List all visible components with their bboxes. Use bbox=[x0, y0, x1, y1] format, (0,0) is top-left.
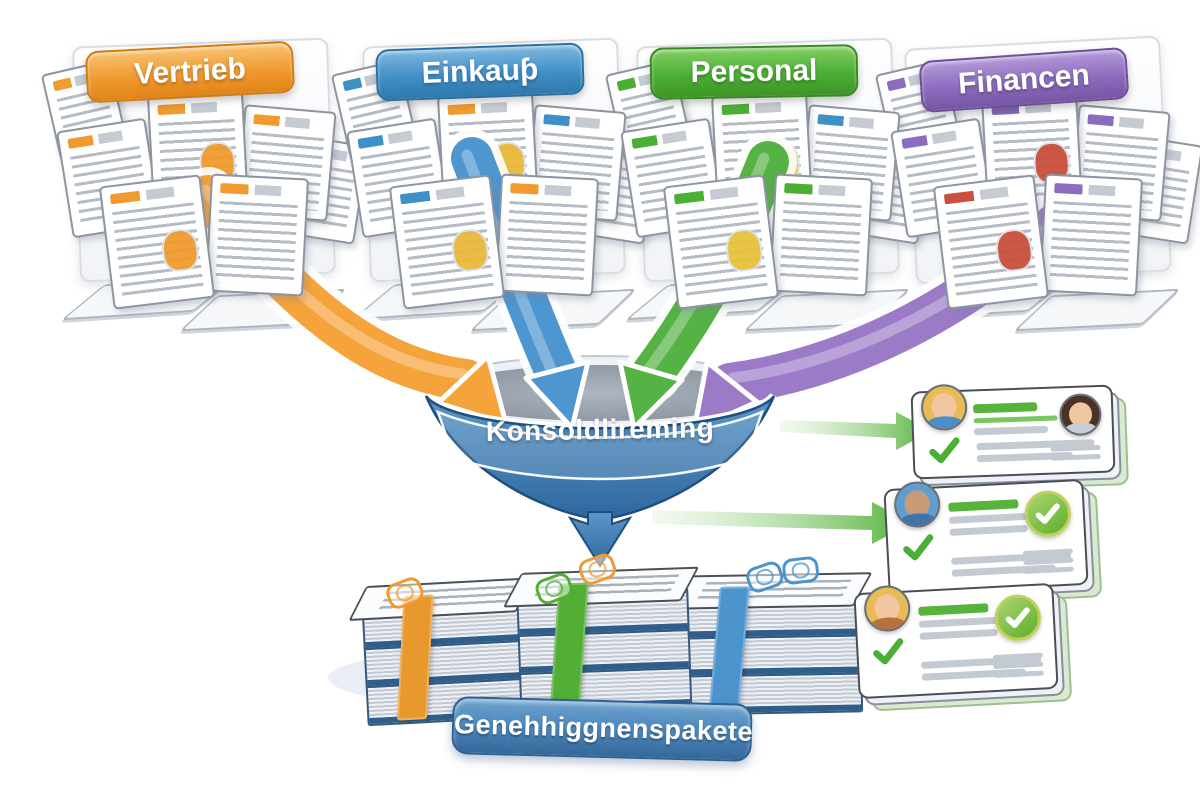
avatar-approver bbox=[863, 584, 912, 633]
document-thumbnail bbox=[932, 174, 1050, 310]
card-face bbox=[910, 383, 1116, 480]
department-group-finanzen: Financen bbox=[874, 28, 1200, 358]
text-line bbox=[993, 670, 1044, 679]
text-line bbox=[918, 603, 989, 616]
document-thumbnail bbox=[662, 174, 780, 310]
department-tab-einkauf: Einkauƥ bbox=[375, 42, 585, 102]
text-line bbox=[1022, 548, 1073, 557]
text-line bbox=[1050, 444, 1101, 452]
text-line bbox=[973, 402, 1038, 414]
text-line bbox=[948, 499, 1019, 512]
arrow-to-card-2 bbox=[652, 502, 912, 544]
document-thumbnail bbox=[388, 174, 506, 310]
text-line bbox=[1023, 557, 1074, 566]
funnel-label: Konsoldlireming bbox=[485, 412, 715, 447]
text-line bbox=[993, 661, 1044, 670]
text-line bbox=[949, 524, 1028, 536]
text-line bbox=[992, 652, 1043, 661]
card-face bbox=[853, 582, 1059, 700]
department-tab-personal: Personal bbox=[649, 44, 859, 100]
card-text-lines bbox=[951, 550, 1072, 582]
avatar-approver bbox=[1058, 392, 1103, 437]
card-text-lines bbox=[973, 396, 1066, 440]
text-line bbox=[1023, 566, 1074, 575]
document-thumbnail bbox=[1038, 173, 1144, 297]
card-text-lines bbox=[976, 436, 1095, 467]
output-label-pill: Genehhiggnenspakete bbox=[451, 696, 753, 762]
check-icon bbox=[870, 635, 906, 668]
card-text-lines bbox=[1022, 544, 1075, 578]
card-text-lines bbox=[921, 654, 1042, 686]
arrow-to-card-1 bbox=[780, 412, 932, 450]
approval-card-3 bbox=[853, 582, 1073, 712]
package-stack-2 bbox=[502, 550, 700, 717]
document-thumbnail bbox=[768, 173, 874, 297]
document-thumbnail bbox=[98, 174, 216, 310]
department-group-vertrieb: Vertrieb bbox=[40, 28, 370, 358]
document-thumbnail bbox=[204, 173, 310, 297]
approval-card-1 bbox=[910, 383, 1129, 493]
approval-card-2 bbox=[883, 478, 1103, 608]
text-line bbox=[973, 415, 1058, 424]
text-line bbox=[973, 425, 1049, 436]
circle-check-icon bbox=[993, 593, 1043, 642]
text-line bbox=[1050, 453, 1101, 461]
check-icon bbox=[900, 531, 936, 564]
text-line bbox=[919, 628, 998, 640]
package-stack-3 bbox=[663, 555, 873, 721]
avatar-approver bbox=[893, 480, 942, 529]
check-icon bbox=[926, 434, 963, 466]
card-text-lines bbox=[992, 648, 1045, 682]
document-thumbnail bbox=[494, 173, 600, 297]
department-group-einkauf: Einkauƥ bbox=[330, 28, 660, 358]
circle-check-icon bbox=[1023, 489, 1073, 538]
card-text-lines bbox=[1050, 441, 1101, 465]
avatar-approver bbox=[920, 383, 968, 432]
card-face bbox=[883, 478, 1089, 596]
department-tab-vertrieb: Vertrieb bbox=[84, 40, 296, 104]
